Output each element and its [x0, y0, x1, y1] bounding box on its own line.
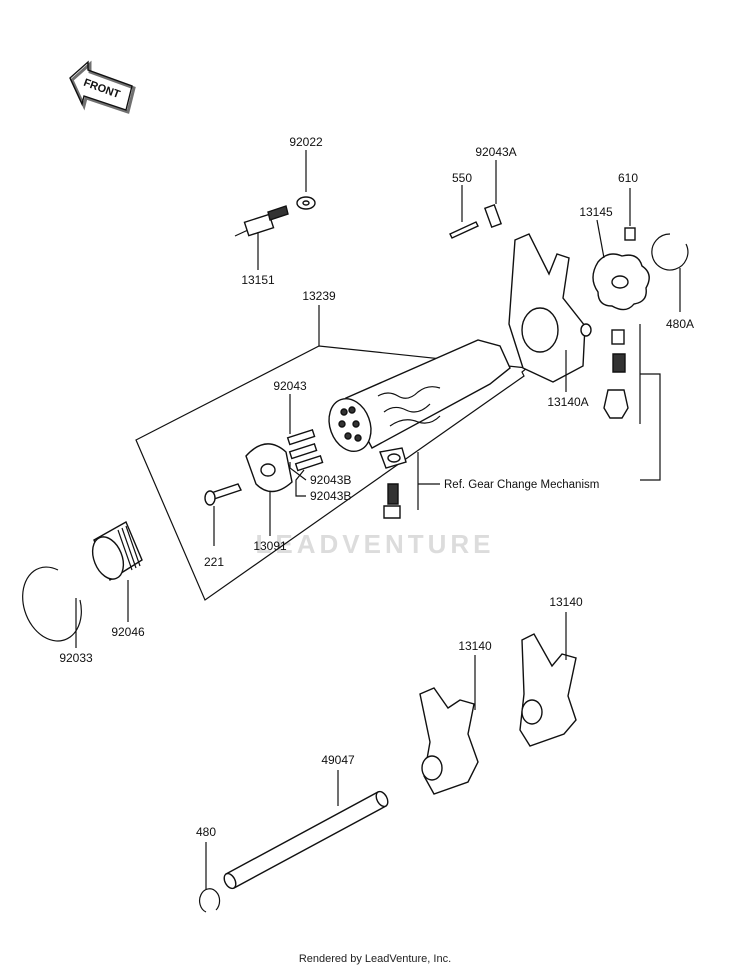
shift-fork-13140-left-part — [419, 655, 479, 795]
label-92043B-lower: 92043B — [310, 489, 351, 503]
washer-92022-part — [296, 150, 316, 210]
shift-drum-13239-part — [328, 339, 511, 452]
pin-610-part — [624, 188, 636, 241]
watermark: LEADVENTURE — [255, 529, 494, 559]
label-49047: 49047 — [321, 753, 355, 767]
footer-credit: Rendered by LeadVenture, Inc. — [299, 953, 451, 965]
needle-bearing-92046-part — [91, 521, 143, 622]
neutral-switch-part — [234, 205, 289, 270]
circlip-480A-part — [651, 233, 689, 312]
circlip-480-part — [198, 842, 221, 913]
label-610: 610 — [618, 171, 638, 185]
ref-bracket-right — [640, 373, 661, 481]
label-13140-left: 13140 — [458, 639, 492, 653]
label-92043A: 92043A — [475, 145, 516, 159]
screw-221-part — [204, 483, 242, 546]
label-13145: 13145 — [579, 205, 613, 219]
shaft-49047-part — [223, 770, 389, 890]
label-221: 221 — [204, 555, 224, 569]
label-13140-right: 13140 — [549, 595, 583, 609]
label-480: 480 — [196, 825, 216, 839]
label-92043B-upper: 92043B — [310, 473, 351, 487]
label-480A: 480A — [666, 317, 694, 331]
label-13140A: 13140A — [547, 395, 588, 409]
label-92046: 92046 — [111, 625, 145, 639]
front-arrow-icon: FRONT — [69, 60, 136, 114]
shift-fork-13140A-part — [508, 233, 592, 392]
label-92043: 92043 — [273, 379, 307, 393]
shift-fork-13140-right-part — [519, 612, 577, 747]
circlip-92033-part — [22, 566, 82, 648]
detent-lever-part — [379, 447, 407, 519]
label-92022: 92022 — [289, 135, 323, 149]
label-550: 550 — [452, 171, 472, 185]
plate-13091-part — [245, 443, 293, 536]
label-13239: 13239 — [302, 289, 336, 303]
pins-92043-part — [286, 394, 324, 497]
label-13151: 13151 — [241, 273, 275, 287]
cotter-pin-550-part — [449, 185, 479, 239]
plate-13145-part — [592, 219, 650, 311]
label-92033: 92033 — [59, 651, 93, 665]
plunger-part — [603, 324, 641, 424]
label-13091: 13091 — [253, 539, 287, 553]
reference-note: Ref. Gear Change Mechanism — [444, 479, 599, 491]
pin-92043A-part — [483, 160, 503, 229]
